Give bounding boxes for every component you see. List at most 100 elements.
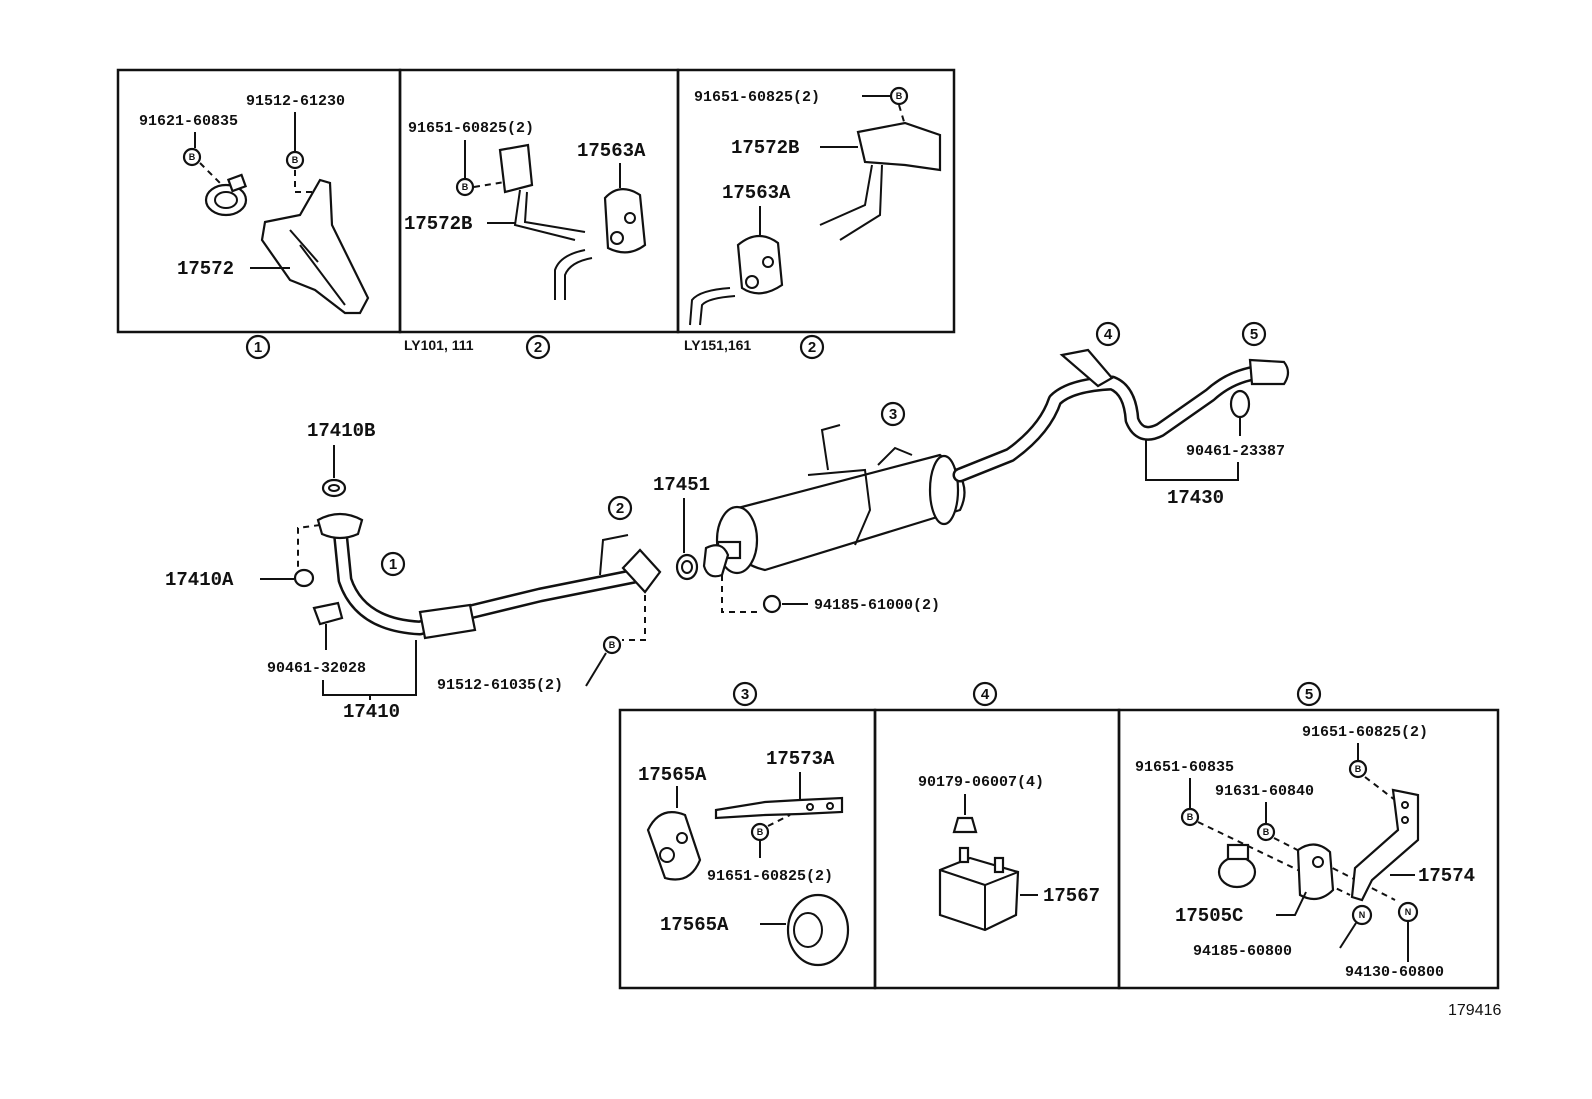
- gasket-17410b: [321, 478, 347, 498]
- svg-text:B: B: [896, 91, 903, 101]
- hanger-17565a: [786, 893, 850, 967]
- svg-text:B: B: [1355, 764, 1362, 774]
- svg-text:B: B: [462, 182, 469, 192]
- box5-parts: 91651-60825(2) B 91651-60835 B 91631-608…: [1135, 724, 1475, 981]
- bracket-17572b: [856, 121, 942, 172]
- tail-pipe-tip: [1248, 358, 1290, 386]
- model-ly101: LY101, 111: [404, 337, 474, 353]
- label-91512-61230: 91512-61230: [246, 93, 345, 110]
- callout-4: 4: [981, 686, 990, 703]
- detail-box-2-ly151: [676, 68, 956, 334]
- label-17572b: 17572B: [731, 137, 799, 159]
- bracket-17574: [1350, 788, 1420, 902]
- label-90461-23387: 90461-23387: [1186, 443, 1285, 460]
- bolt-marker: [889, 86, 909, 106]
- box2b-parts: 91651-60825(2) B 17572B 17563A: [689, 86, 942, 326]
- exhaust-assembly: 1 2 3 4 5 17410B 17410A 90461-32028 1741…: [165, 321, 1290, 723]
- svg-text:N: N: [1359, 910, 1366, 920]
- bolt-marker: [1348, 759, 1368, 779]
- label-17563a: 17563A: [722, 182, 791, 204]
- label-91621-60835: 91621-60835: [139, 113, 238, 130]
- bracket-17573a: [714, 796, 844, 820]
- bolt-marker: [285, 150, 305, 170]
- callout-5: 5: [1250, 326, 1258, 343]
- mount-17567: [938, 856, 1020, 932]
- diagram-reference-number: 179416: [1448, 1002, 1501, 1019]
- label-90461-32028: 90461-32028: [267, 660, 366, 677]
- tail-hanger-bracket: [1059, 348, 1114, 388]
- bolt-marker: [455, 177, 475, 197]
- svg-text:N: N: [1405, 907, 1412, 917]
- svg-text:B: B: [1187, 812, 1194, 822]
- callout-5: 5: [1305, 686, 1313, 703]
- hanger-17563a: [736, 234, 784, 295]
- gasket-17410a: [293, 568, 315, 588]
- box4-parts: 90179-06007(4) 17567: [918, 774, 1100, 932]
- label-90179-06007: 90179-06007(4): [918, 774, 1044, 791]
- bolt-marker: [1180, 807, 1200, 827]
- bolt-marker: [1256, 822, 1276, 842]
- label-17567: 17567: [1043, 885, 1100, 907]
- label-91651-60825: 91651-60825(2): [1302, 724, 1428, 741]
- nut-marker: [1351, 904, 1373, 926]
- svg-text:B: B: [1263, 827, 1270, 837]
- label-17410a: 17410A: [165, 569, 234, 591]
- svg-text:B: B: [189, 152, 196, 162]
- label-17572b: 17572B: [404, 213, 472, 235]
- label-94185-61000: 94185-61000(2): [814, 597, 940, 614]
- clamp-90461-32028: [312, 601, 344, 626]
- svg-text:B: B: [609, 640, 616, 650]
- bracket-17572b: [498, 143, 534, 194]
- bolt-marker: [182, 147, 202, 167]
- box2a-parts: 91651-60825(2) B 17563A 17572B: [404, 120, 647, 300]
- bottom-box-callouts: 3 4 5: [732, 681, 1322, 707]
- bolt-marker: [602, 635, 622, 655]
- clamp-91651: [1217, 855, 1257, 889]
- label-91651-60835: 91651-60835: [1135, 759, 1234, 776]
- gasket-17451: [675, 553, 699, 581]
- hanger-17505c: [1296, 843, 1335, 901]
- label-94130-60800: 94130-60800: [1345, 964, 1444, 981]
- model-ly151: LY151,161: [684, 337, 751, 353]
- label-17410b: 17410B: [307, 420, 375, 442]
- label-17573a: 17573A: [766, 748, 835, 770]
- detail-box-5: [1117, 708, 1500, 990]
- callout-1: 1: [389, 556, 397, 573]
- box1-parts: 91512-61230 91621-60835 B B 17572: [139, 93, 370, 315]
- clamp-ring: [204, 183, 248, 217]
- box3-parts: 17565A 17573A B 91651-60825(2) 17565A: [638, 748, 850, 967]
- label-91651-60825: 91651-60825(2): [408, 120, 534, 137]
- label-17505c: 17505C: [1175, 905, 1243, 927]
- front-flange: [316, 512, 364, 540]
- label-17451: 17451: [653, 474, 710, 496]
- rear-flange: [621, 548, 662, 594]
- label-17572: 17572: [177, 258, 234, 280]
- bracket-17572: [260, 178, 370, 315]
- callout-2: 2: [534, 339, 542, 356]
- label-91631-60840: 91631-60840: [1215, 783, 1314, 800]
- callout-3: 3: [889, 406, 897, 423]
- callout-1: 1: [254, 339, 262, 356]
- muffler-rear-cap: [928, 454, 960, 526]
- hanger-17565a: [646, 811, 702, 881]
- label-17565a: 17565A: [660, 914, 729, 936]
- callout-2: 2: [616, 500, 624, 517]
- label-91512-61035: 91512-61035(2): [437, 677, 563, 694]
- front-pipe-joint: [418, 603, 477, 640]
- svg-text:B: B: [292, 155, 299, 165]
- muffler-flange: [702, 544, 730, 578]
- svg-text:B: B: [757, 827, 764, 837]
- label-17563a: 17563A: [577, 140, 646, 162]
- detail-box-4: [873, 708, 1121, 990]
- callout-2: 2: [808, 339, 816, 356]
- bolt-marker: [750, 822, 770, 842]
- label-91651-60825: 91651-60825(2): [707, 868, 833, 885]
- box-captions: 1 LY101, 111 2 LY151,161 2: [245, 334, 825, 360]
- label-94185-60800: 94185-60800: [1193, 943, 1292, 960]
- nut-marker: [762, 594, 782, 614]
- clamp-90461-23387: [1229, 389, 1251, 419]
- label-17410: 17410: [343, 701, 400, 723]
- label-17574: 17574: [1418, 865, 1475, 887]
- label-17565a: 17565A: [638, 764, 707, 786]
